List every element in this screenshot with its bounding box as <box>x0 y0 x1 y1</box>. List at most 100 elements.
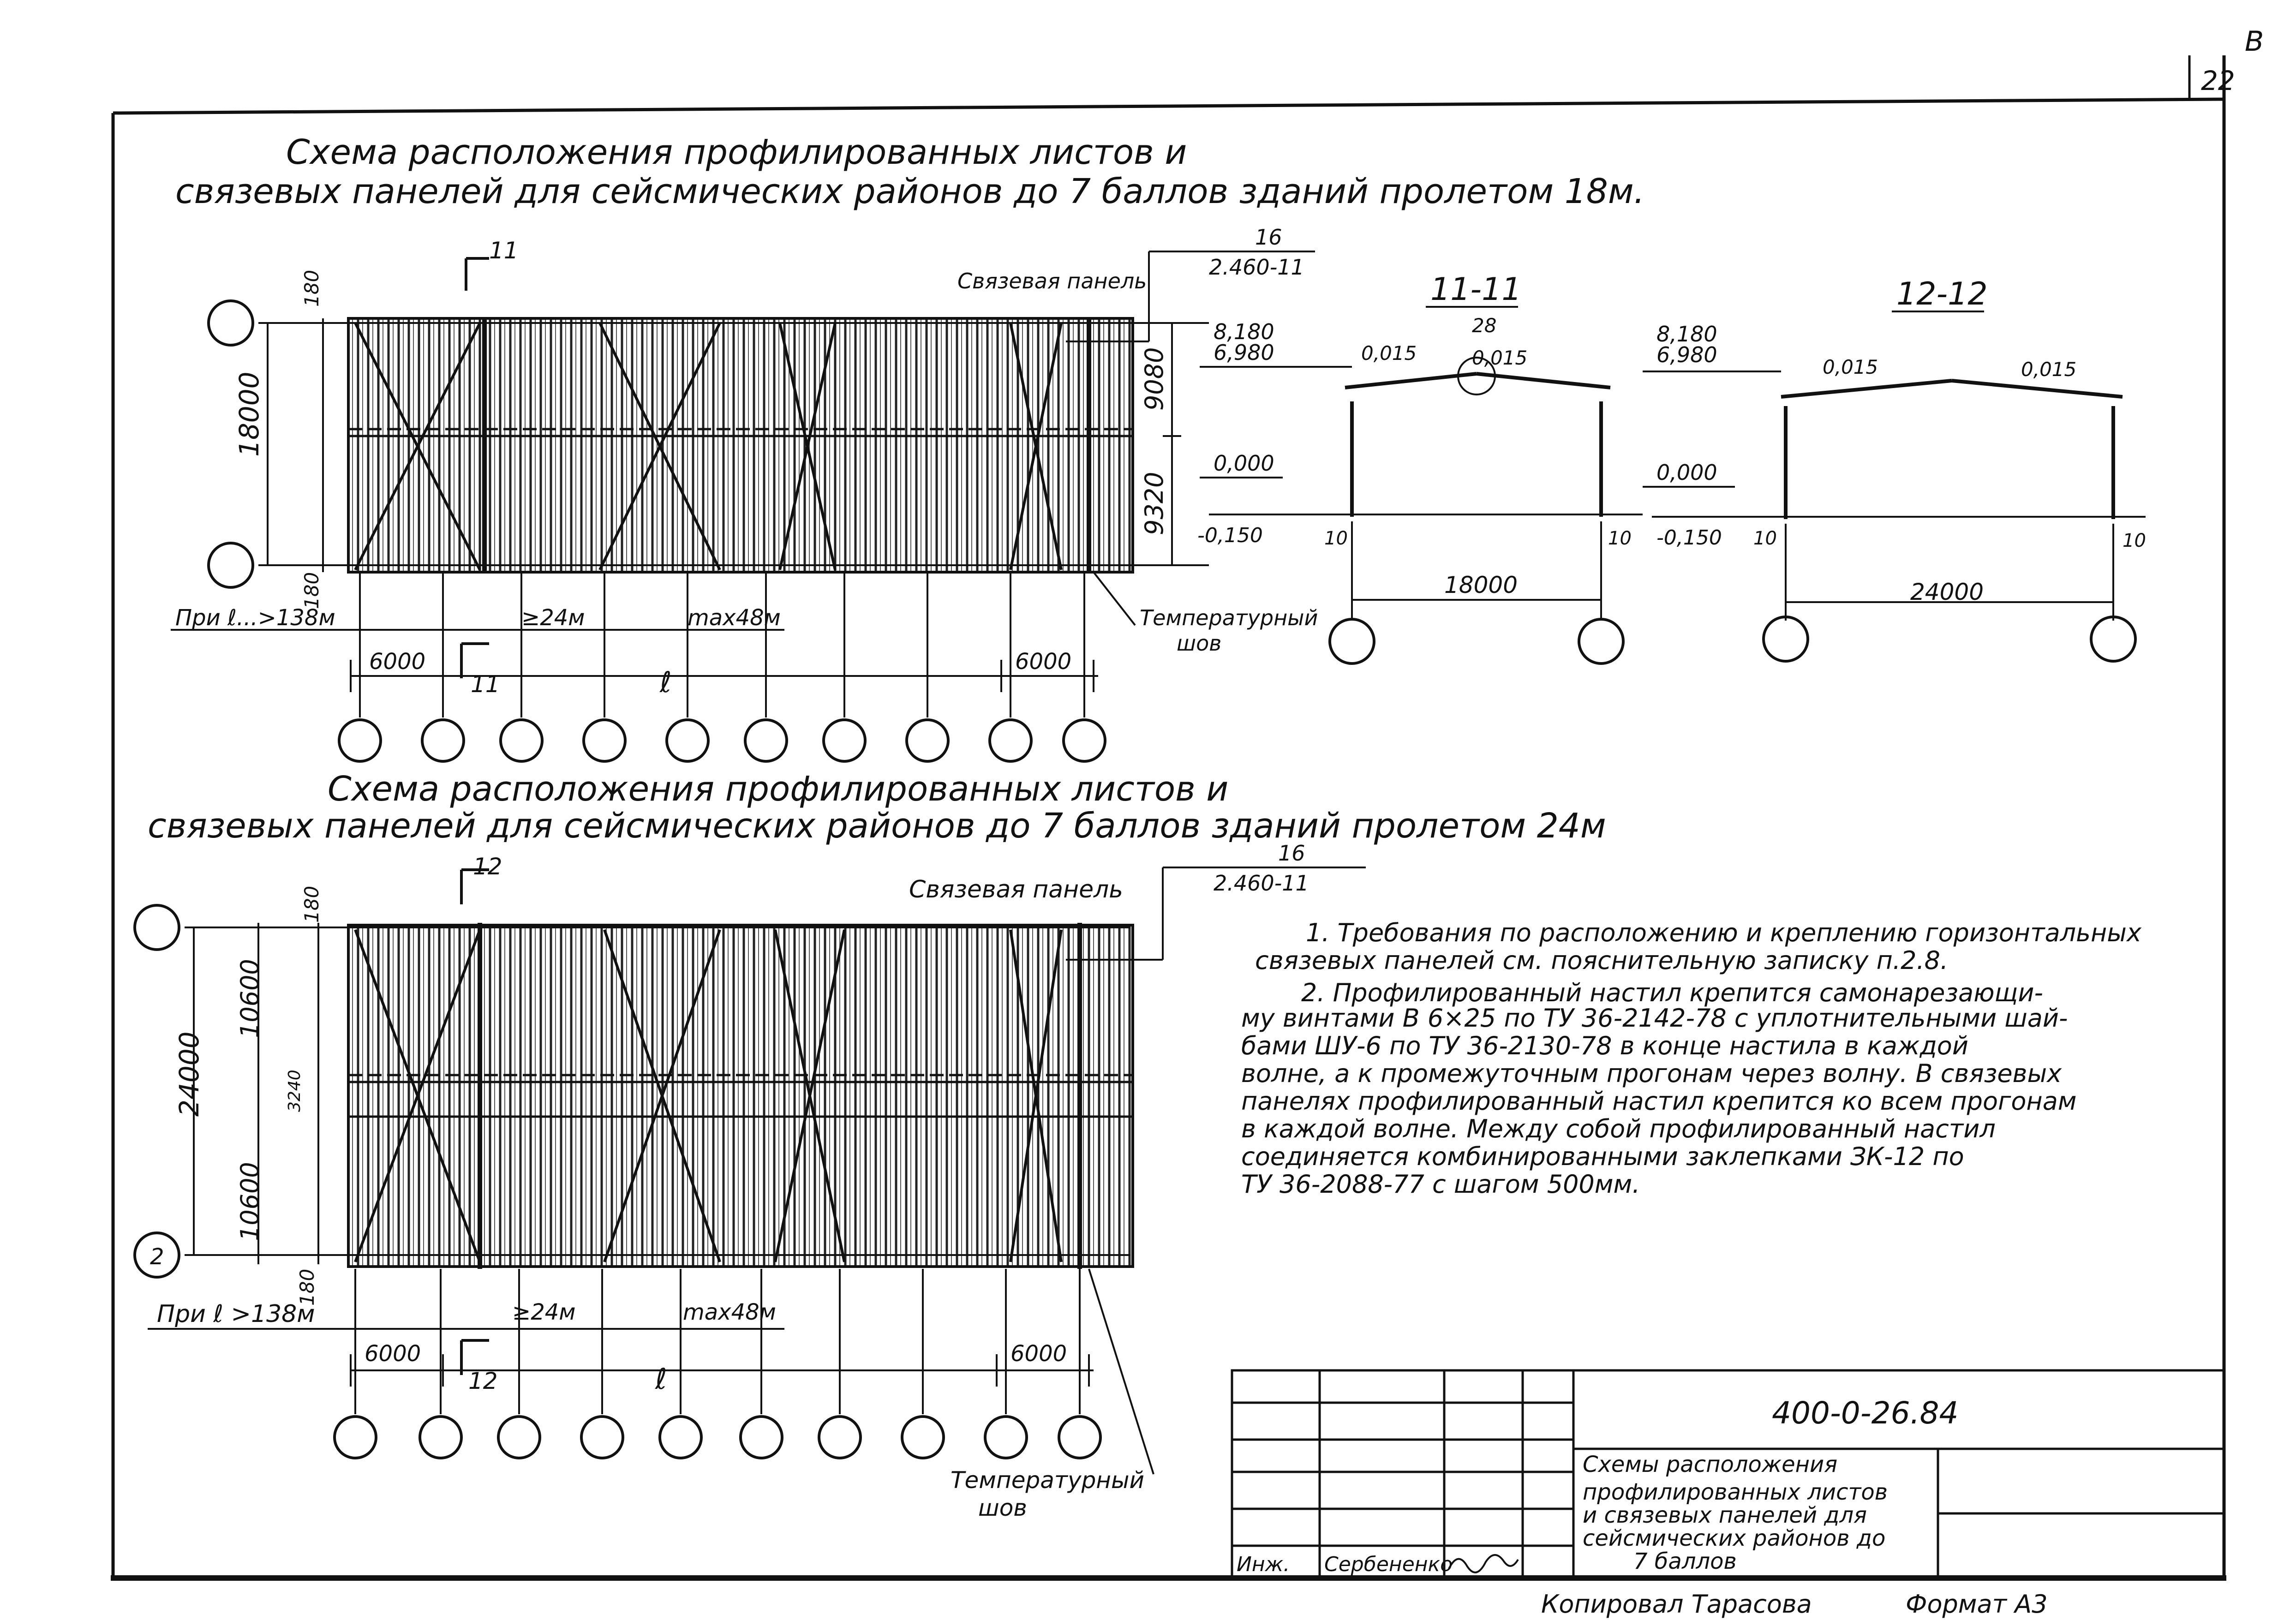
plan2-note-pri: При ℓ >138м <box>157 1300 315 1328</box>
section11-slope-left: 0,015 <box>1361 342 1417 365</box>
plan1-dim-left: 6000 <box>369 649 425 675</box>
section11-axis-left <box>1328 618 1375 665</box>
plan2-note-max: max48м <box>683 1299 776 1325</box>
axis-bubble-left-top <box>207 299 254 347</box>
section11-offset-right: 10 <box>1608 528 1632 549</box>
plan1-title-line2: связевых панелей для сейсмических районо… <box>175 172 1644 211</box>
plan2-dim-total: 24000 <box>173 1031 205 1117</box>
note-line-9: соединяется комбинированными заклепками … <box>1241 1142 1964 1171</box>
stamp-title-3: и связевых панелей для <box>1583 1502 1867 1528</box>
plan2-dim-edge-bottom: 180 <box>296 1269 318 1306</box>
plan1-dim-edge-bottom: 180 <box>300 572 323 609</box>
plan1-deck <box>347 317 1134 574</box>
note-line-5: бами ШУ-6 по ТУ 36-2130-78 в конце насти… <box>1241 1031 1968 1060</box>
plan1-dim-right: 6000 <box>1015 649 1071 675</box>
plan1-purlins <box>348 428 1133 437</box>
section11-minus: -0,150 <box>1197 524 1263 547</box>
plan2-frame-lines <box>185 923 1130 1269</box>
section11-axis-right <box>1578 618 1625 665</box>
note-line-2: связевых панелей см. пояснительную запис… <box>1255 946 1948 975</box>
section11-top-lower: 6,980 <box>1214 340 1274 365</box>
plan1-axis-leaders <box>359 572 1085 717</box>
plan1-callout <box>1066 251 1315 626</box>
plan2-callout-ref: 2.460-11 <box>1214 871 1309 896</box>
stamp-code: 400-0-26.84 <box>1772 1395 1959 1431</box>
note-line-7: панелях профилированный настил крепится … <box>1241 1087 2077 1116</box>
stamp-title-5: 7 баллов <box>1633 1548 1737 1574</box>
plan1-axis-bubbles <box>338 718 1106 763</box>
plan2-section-mark-top: 12 <box>473 853 502 880</box>
note-line-3: 2. Профилированный настил крепится самон… <box>1301 978 2043 1007</box>
section12-axis-left <box>1762 616 1809 663</box>
corner-mark: В <box>2245 25 2264 58</box>
section11-zero: 0,000 <box>1214 451 1274 476</box>
section11-offset-left: 10 <box>1324 528 1348 549</box>
plan2-axis-label: 2 <box>150 1244 164 1270</box>
plan2-note-min: ≥24м <box>512 1299 576 1325</box>
section12-offset-right: 10 <box>2123 530 2146 551</box>
note-line-1: 1. Требования по расположению и креплени… <box>1306 918 2142 947</box>
stamp-title-4: сейсмических районов до <box>1583 1525 1885 1551</box>
note-line-10: ТУ 36-2088-77 с шагом 500мм. <box>1241 1170 1640 1199</box>
plan2-axis-leaders <box>354 1269 1081 1414</box>
plan2-section-marks <box>460 868 489 1375</box>
stamp-signature <box>1448 1554 1519 1573</box>
plan2-title-line2: связевых панелей для сейсмических районо… <box>148 806 1606 846</box>
axis-bubble-plan2-bottom <box>133 1231 180 1279</box>
footer-format: Формат А3 <box>1906 1590 2048 1619</box>
plan1-dim-top: 9080 <box>1140 347 1169 411</box>
plan2-deck <box>347 924 1134 1268</box>
section11-span: 18000 <box>1444 572 1518 598</box>
stamp-name: Сербененко <box>1324 1553 1453 1576</box>
plan1-dim-edge-top: 180 <box>300 270 323 307</box>
plan2-bracing <box>354 929 1063 1263</box>
plan1-dim-bottom: 9320 <box>1140 472 1169 535</box>
plan2-callout-num: 16 <box>1278 841 1305 866</box>
stamp-title-1: Схемы расположения <box>1583 1452 1837 1477</box>
section12-top-lower: 6,980 <box>1656 342 1717 367</box>
note-line-8: в каждой волне. Между собой профилирован… <box>1241 1114 1996 1143</box>
note-line-6: волне, а к промежуточным прогонам через … <box>1241 1059 2062 1088</box>
stamp-role: Инж. <box>1237 1553 1290 1576</box>
plan1-note-max: max48м <box>688 605 781 631</box>
plan1-section-mark-top: 11 <box>489 237 519 264</box>
plan1-frame-lines <box>258 318 1209 572</box>
section12-minus: -0,150 <box>1656 526 1722 550</box>
section12-axis-right <box>2090 616 2137 663</box>
plan1-section-mark-bottom: 11 <box>471 671 500 698</box>
general-notes: 1. Требования по расположению и креплени… <box>1241 918 2142 1199</box>
plan1-callout-ref: 2.460-11 <box>1209 255 1304 280</box>
section12-zero: 0,000 <box>1656 460 1717 485</box>
plan1-bracing <box>354 322 1063 571</box>
plan2-axis-bubbles <box>333 1415 1102 1459</box>
plan2-dim-bottom: 10600 <box>235 1162 264 1241</box>
section11-frame <box>1200 366 1643 618</box>
sheet-number: 22 <box>2201 65 2235 96</box>
plan2-section-mark-bottom: 12 <box>468 1368 498 1394</box>
section11-top-upper: 8,180 <box>1214 319 1274 344</box>
section11-node: 28 <box>1472 314 1496 337</box>
plan2-dim-right: 6000 <box>1010 1341 1067 1367</box>
section12-offset-left: 10 <box>1753 528 1777 549</box>
plan2-dim-left: 6000 <box>365 1341 421 1367</box>
section-12: 12-12 8,180 6,980 0,000 -0,150 0,015 0,0… <box>1643 276 2146 663</box>
section12-top-upper: 8,180 <box>1656 322 1717 347</box>
plan-18m: Схема расположения профилированных листо… <box>171 132 1644 763</box>
plan1-callout-num: 16 <box>1255 225 1282 250</box>
plan2-title-line1: Схема расположения профилированных листо… <box>328 769 1228 809</box>
plan2-brace-label: Связевая панель <box>909 876 1123 903</box>
plan1-dim-lines <box>171 318 1181 692</box>
plan1-section-marks <box>460 257 489 678</box>
axis-bubble-plan2-top <box>133 904 180 951</box>
stamp-title-2: профилированных листов <box>1583 1479 1888 1505</box>
plan1-note-pri: При ℓ...>138м <box>175 605 335 631</box>
section12-slope-right: 0,015 <box>2021 358 2076 381</box>
plan-24m: Схема расположения профилированных листо… <box>133 769 1606 1521</box>
plan1-dim-total: 18000 <box>233 371 265 457</box>
plan1-note-min: ≥24м <box>521 605 585 631</box>
note-line-4: му винтами В 6×25 по ТУ 36-2142-78 с упл… <box>1241 1004 2068 1033</box>
plan2-dim-top: 10600 <box>235 959 264 1038</box>
section-11: 11-11 8,180 6,980 0,000 -0,150 0,015 0,0… <box>1197 271 1643 665</box>
title-block <box>1231 1369 2225 1579</box>
